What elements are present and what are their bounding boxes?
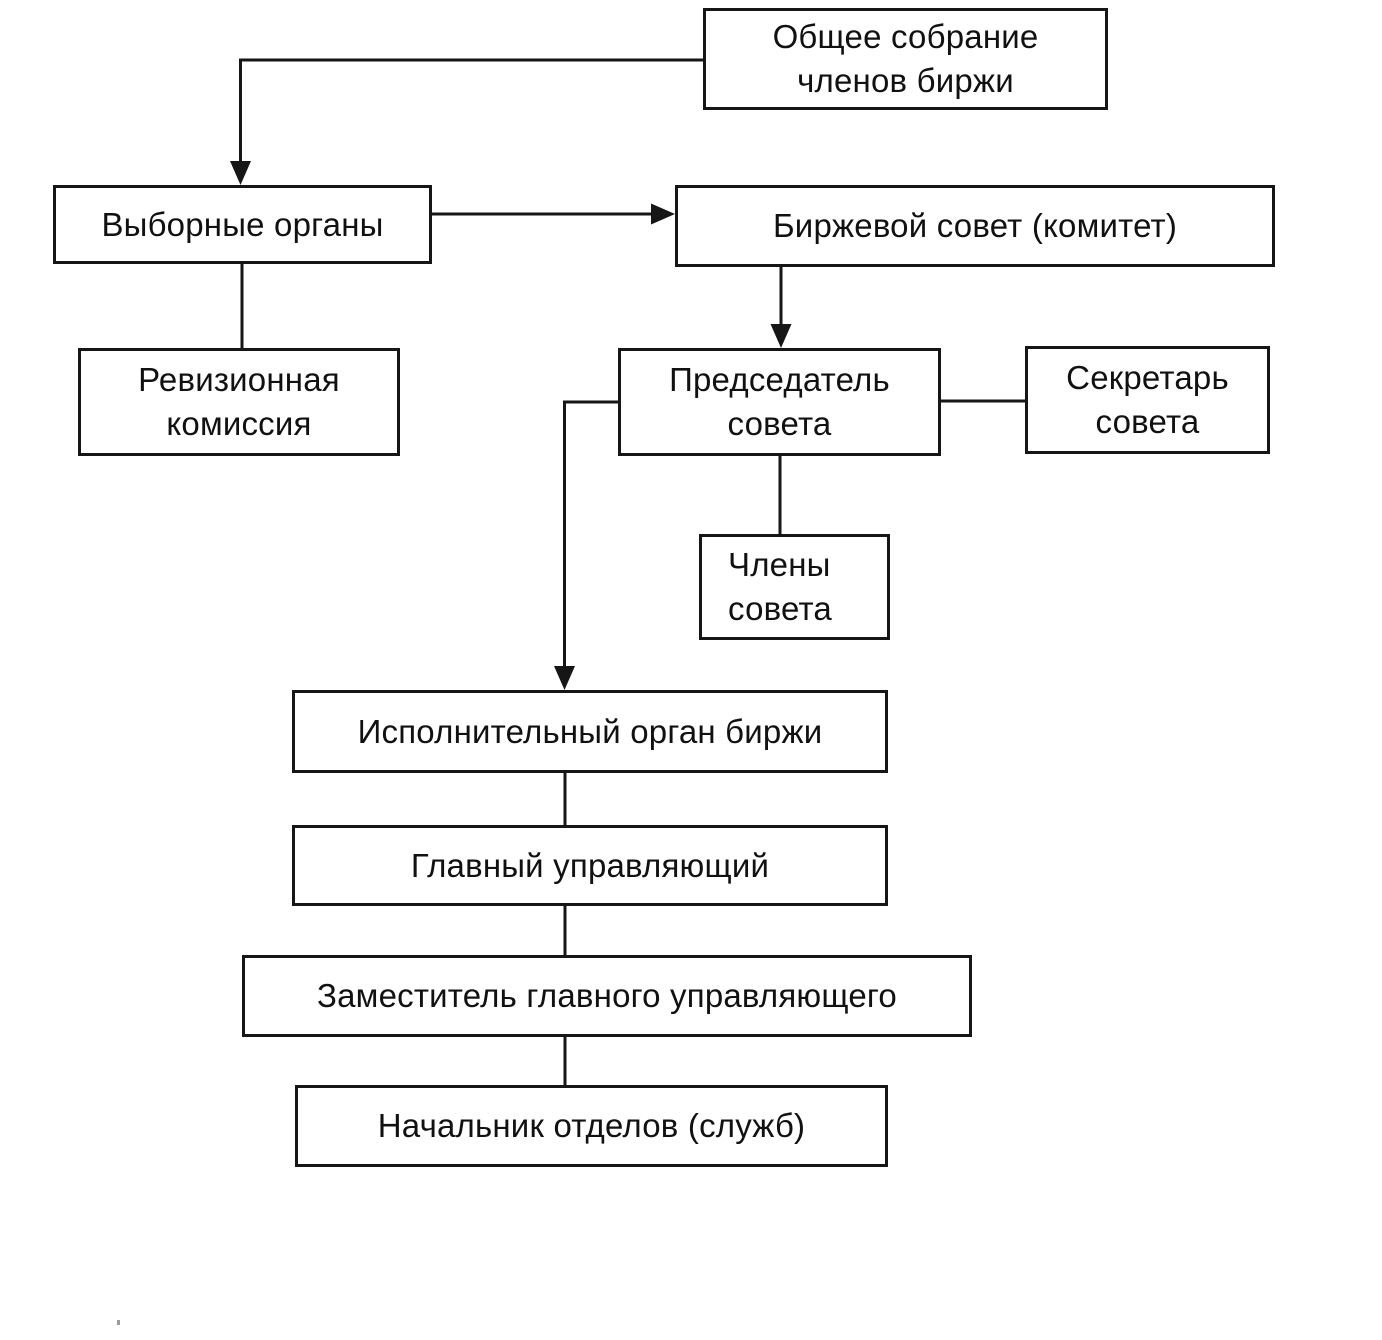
node-deputy-manager: Заместитель главного управляющего: [242, 955, 972, 1037]
scan-speck-artifact: [117, 1320, 120, 1325]
node-elected-bodies: Выборные органы: [53, 185, 432, 264]
node-general-meeting: Общее собрание членов биржи: [703, 8, 1108, 110]
node-label: Начальник отделов (служб): [377, 1107, 806, 1145]
arrowhead-right-council: [651, 203, 675, 225]
node-label: Биржевой совет (комитет): [772, 207, 1178, 245]
node-council-chairman: Председатель совета: [618, 348, 941, 456]
node-label: Председатель совета: [669, 361, 890, 442]
node-audit-commission: Ревизионная комиссия: [78, 348, 400, 456]
node-exchange-council: Биржевой совет (комитет): [675, 185, 1275, 267]
arrowhead-down-executive: [554, 666, 575, 690]
node-department-head: Начальник отделов (служб): [295, 1085, 888, 1167]
node-label: Заместитель главного управляющего: [317, 977, 897, 1015]
edge-chairman-to-executive: [563, 400, 619, 667]
node-label: Исполнительный орган биржи: [357, 712, 823, 750]
arrowhead-down-elected: [230, 161, 251, 185]
node-label: Члены совета: [728, 546, 832, 627]
node-label: Выборные органы: [101, 205, 384, 243]
node-label: Ревизионная комиссия: [138, 361, 340, 442]
node-label: Общее собрание членов биржи: [772, 18, 1039, 99]
node-label: Главный управляющий: [410, 846, 770, 884]
node-executive-body: Исполнительный орган биржи: [292, 690, 888, 773]
arrowhead-down-chairman: [770, 324, 792, 348]
node-council-secretary: Секретарь совета: [1025, 346, 1270, 454]
node-label: Секретарь совета: [1066, 359, 1229, 440]
node-chief-manager: Главный управляющий: [292, 825, 888, 906]
edge-general-to-elected: [239, 58, 703, 162]
node-council-members: Члены совета: [699, 534, 890, 640]
